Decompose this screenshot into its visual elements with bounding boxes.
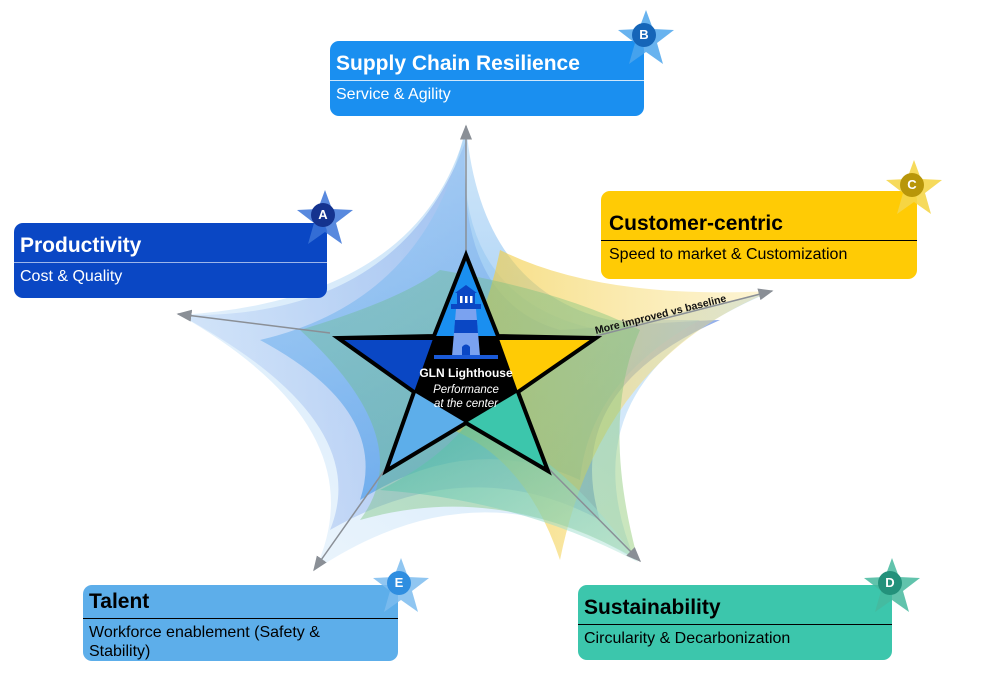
- pillar-divider: [14, 262, 327, 263]
- pillar-card-supply-chain: Supply Chain Resilience Service & Agilit…: [330, 41, 644, 116]
- center-subtitle-line2: at the center: [434, 398, 498, 410]
- badge-letter-c: C: [900, 173, 924, 197]
- arrow-talent: [313, 467, 387, 572]
- arrow-customer-centric: [595, 288, 774, 337]
- center-star: [331, 249, 603, 476]
- pillar-title-sustainability: Sustainability: [584, 596, 721, 619]
- pillar-subtitle-supply-chain: Service & Agility: [336, 86, 451, 103]
- pillar-title-talent: Talent: [89, 590, 150, 613]
- pillar-subtitle-customer-centric: Speed to market & Customization: [609, 246, 848, 263]
- pillar-subtitle-productivity: Cost & Quality: [20, 268, 123, 285]
- badge-a: A: [295, 188, 355, 248]
- pillar-subtitle-sustainability: Circularity & Decarbonization: [584, 630, 791, 647]
- badge-b: B: [616, 8, 676, 68]
- pillar-title-productivity: Productivity: [20, 234, 142, 257]
- center-star-body: [338, 255, 596, 471]
- star-segment-productivity: [338, 336, 434, 392]
- pillar-title-customer-centric: Customer-centric: [609, 212, 783, 235]
- pillar-divider: [330, 80, 644, 81]
- lighthouse-icon: [434, 285, 498, 359]
- improvement-area-layer-sustainability-2: [380, 420, 638, 562]
- pillar-title-supply-chain: Supply Chain Resilience: [336, 52, 580, 75]
- pillar-card-productivity: Productivity Cost & Quality: [14, 223, 327, 298]
- pillar-divider: [578, 624, 892, 625]
- arrow-productivity: [176, 309, 331, 334]
- star-segment-sustainability: [466, 392, 548, 471]
- badge-c: C: [884, 158, 944, 218]
- badge-e: E: [371, 556, 431, 616]
- pillar-card-sustainability: Sustainability Circularity & Decarboniza…: [578, 585, 892, 660]
- arrow-sustainability: [547, 467, 642, 563]
- pillar-card-talent: Talent Workforce enablement (Safety & St…: [83, 585, 398, 661]
- pillar-divider: [601, 240, 917, 241]
- badge-letter-b: B: [632, 23, 656, 47]
- center-title: GLN Lighthouse: [419, 366, 513, 380]
- pillar-subtitle-talent: Workforce enablement (Safety & Stability…: [89, 624, 320, 660]
- star-segment-customer-centric: [498, 336, 596, 392]
- badge-letter-d: D: [878, 571, 902, 595]
- center-subtitle-line1: Performance: [433, 384, 499, 396]
- badge-letter-e: E: [387, 571, 411, 595]
- pillar-divider: [83, 618, 398, 619]
- pillar-card-customer-centric: Customer-centric Speed to market & Custo…: [601, 191, 917, 279]
- star-segment-talent: [386, 392, 466, 471]
- badge-d: D: [862, 556, 922, 616]
- badge-letter-a: A: [311, 203, 335, 227]
